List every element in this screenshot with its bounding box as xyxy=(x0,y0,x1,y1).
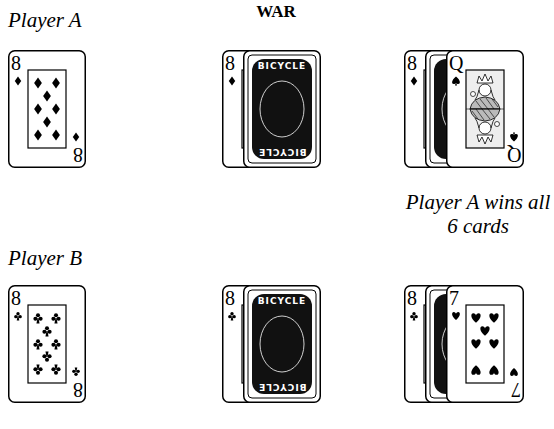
playing-card: 88 xyxy=(8,50,86,168)
card-index: 8 xyxy=(11,52,21,75)
player-label: Player A xyxy=(8,8,82,32)
card-index: 8 xyxy=(407,287,417,310)
brand-name: BICYCLE xyxy=(258,61,307,71)
playing-card: QQ xyxy=(446,50,524,168)
playing-card xyxy=(9,286,86,403)
card-index: Q xyxy=(507,143,521,166)
player-label: Player B xyxy=(8,246,82,270)
brand-name: BICYCLE xyxy=(258,296,307,306)
playing-card: 88 xyxy=(8,285,86,403)
playing-card xyxy=(9,51,86,168)
card-index: 8 xyxy=(11,287,21,310)
card-index: 7 xyxy=(511,378,521,401)
diagram-title: WAR xyxy=(256,2,296,22)
card-index: 8 xyxy=(73,143,83,166)
playing-card: 8 xyxy=(222,50,243,168)
player-label: Player A wins all 6 cards xyxy=(403,190,553,238)
card-index: 7 xyxy=(449,287,459,310)
brand-name: BICYCLE xyxy=(258,382,307,392)
playing-card xyxy=(447,286,524,403)
playing-card: 8 xyxy=(222,285,243,403)
playing-card xyxy=(447,51,524,168)
playing-card: 77 xyxy=(446,285,524,403)
card-index: 8 xyxy=(225,52,235,75)
card-back: BICYCLE BICYCLE xyxy=(243,50,321,168)
card-index: Q xyxy=(449,52,463,75)
card-back xyxy=(244,286,321,403)
playing-card: 8 xyxy=(404,50,425,168)
card-index: 8 xyxy=(407,52,417,75)
card-index: 8 xyxy=(225,287,235,310)
card-back xyxy=(244,51,321,168)
card-back: BICYCLE BICYCLE xyxy=(243,285,321,403)
playing-card: 8 xyxy=(404,285,425,403)
card-index: 8 xyxy=(73,378,83,401)
brand-name: BICYCLE xyxy=(258,147,307,157)
